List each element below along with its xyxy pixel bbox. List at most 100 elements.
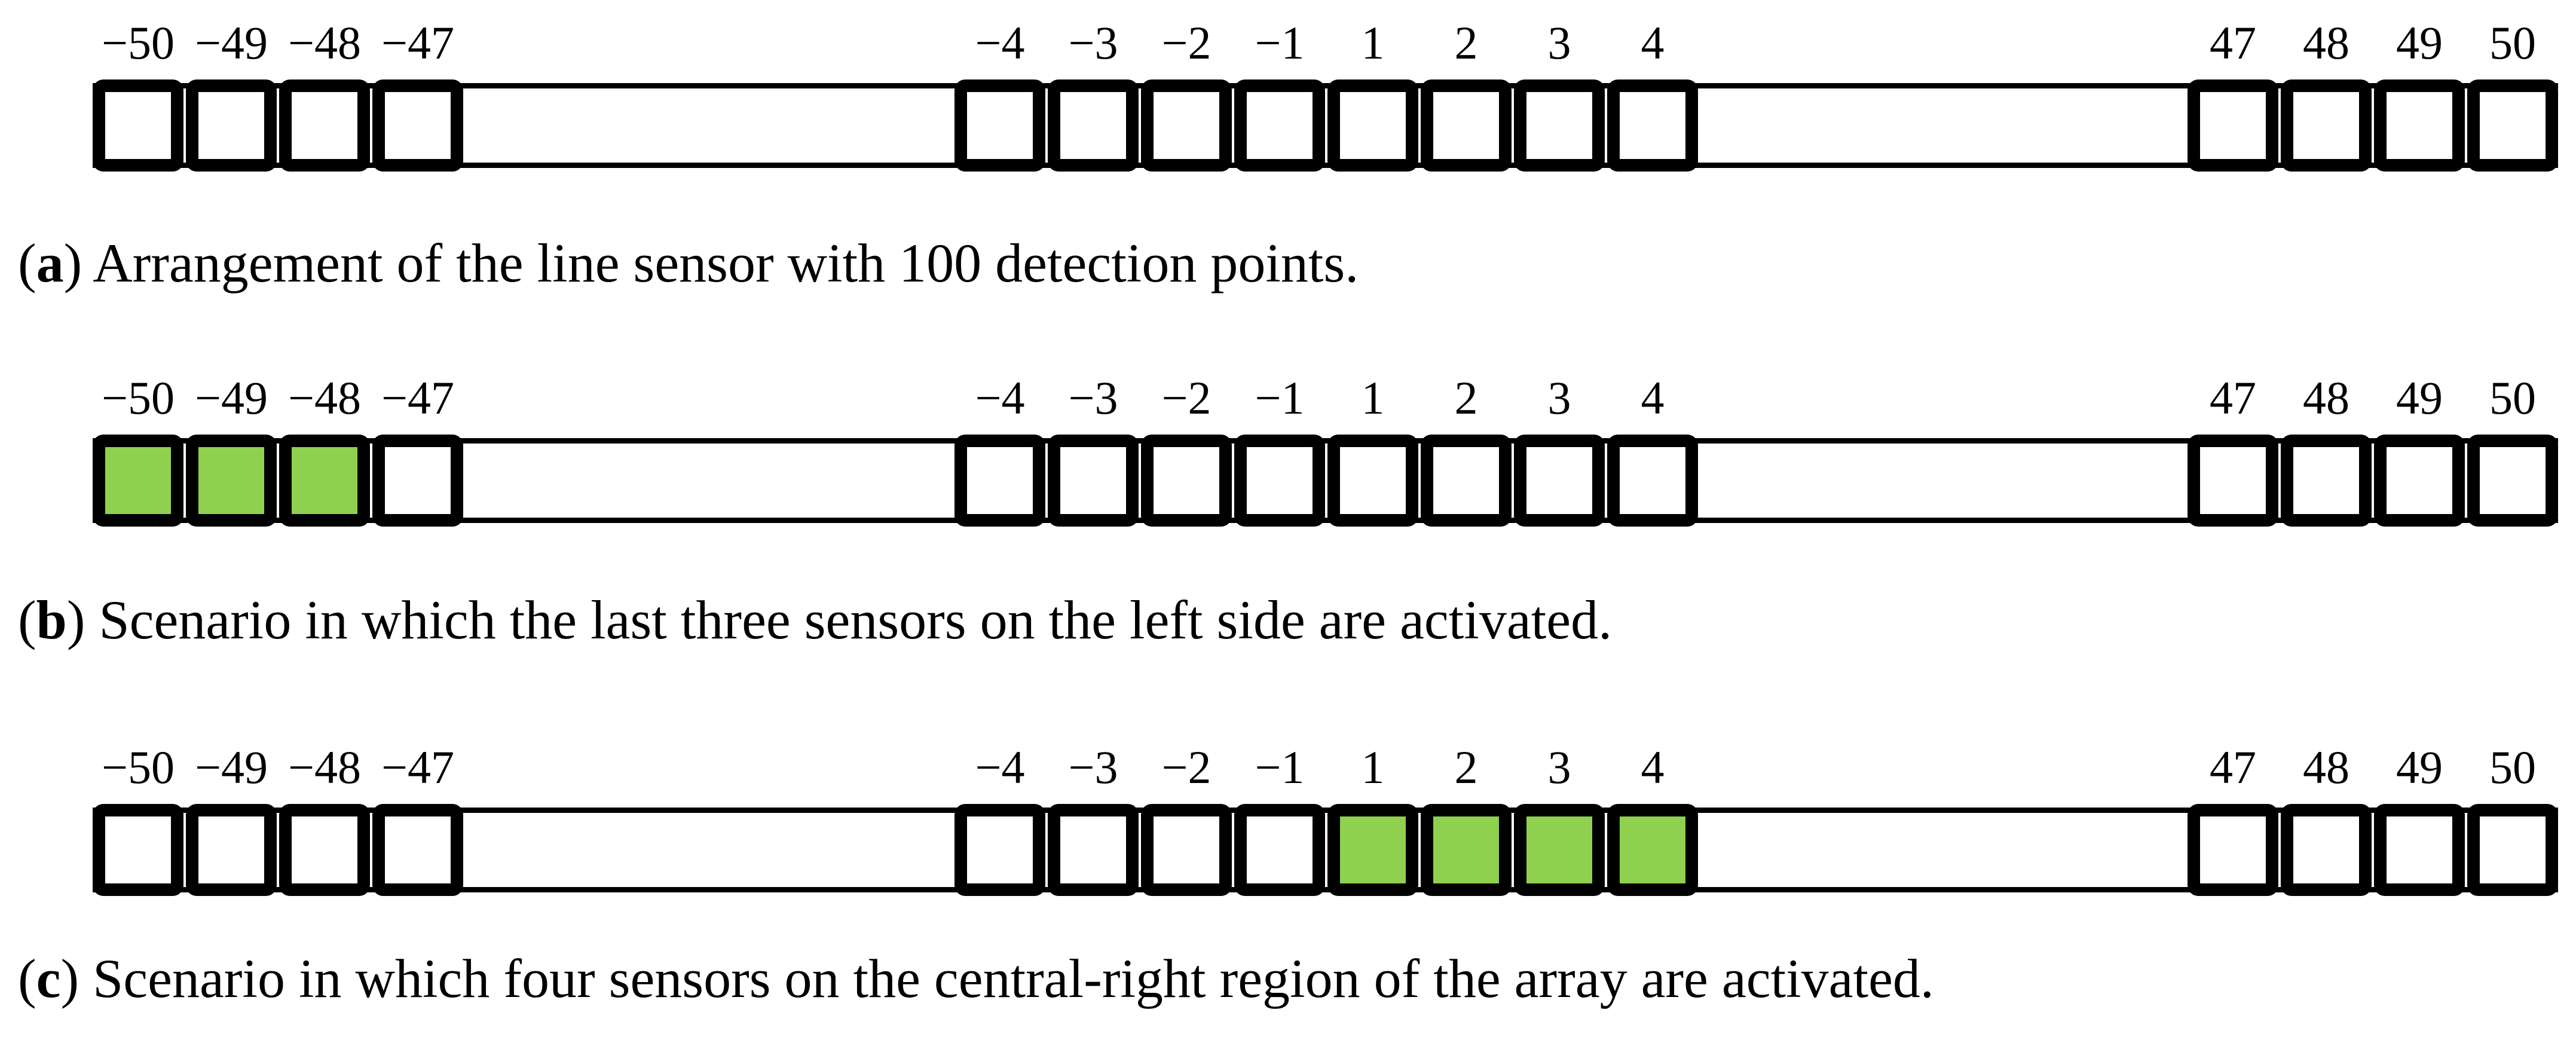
sensor-label-−49: −49 [195, 741, 268, 793]
caption-c-text: Scenario in which four sensors on the ce… [93, 948, 1934, 1009]
sensor-box-3 [1514, 435, 1605, 527]
sensor-box-−2 [1141, 79, 1232, 172]
sensor-label-−47: −47 [381, 741, 454, 793]
sensor-box-−4 [954, 804, 1045, 896]
sensor-label-−4: −4 [975, 17, 1025, 69]
sensor-label-−2: −2 [1161, 17, 1211, 69]
sensor-box-−1 [1234, 79, 1325, 172]
sensor-box-−50 [93, 79, 183, 172]
sensor-rail-c [93, 808, 2558, 892]
sensor-box-1-active [1327, 804, 1418, 896]
sensor-box-49 [2374, 804, 2465, 896]
caption-a-close: ) [63, 233, 93, 293]
sensor-box-50 [2467, 79, 2558, 172]
sensor-label-47: 47 [2210, 372, 2256, 424]
sensor-box-−50 [93, 804, 183, 896]
sensor-label-47: 47 [2210, 741, 2256, 793]
sensor-box-−49 [186, 79, 277, 172]
sensor-box-−4 [954, 79, 1045, 172]
sensor-box-47 [2188, 435, 2278, 527]
sensor-label-−50: −50 [102, 17, 175, 69]
caption-a: (a) Arrangement of the line sensor with … [18, 232, 1359, 295]
caption-c: (c) Scenario in which four sensors on th… [18, 947, 1934, 1011]
sensor-label-−48: −48 [288, 741, 361, 793]
sensor-label-−4: −4 [975, 372, 1025, 424]
sensor-box-−4 [954, 435, 1045, 527]
caption-c-close: ) [60, 948, 93, 1009]
sensor-label-−49: −49 [195, 17, 268, 69]
sensor-label-2: 2 [1454, 741, 1478, 793]
sensor-box-47 [2188, 804, 2278, 896]
sensor-box-49 [2374, 79, 2465, 172]
sensor-label-2: 2 [1454, 372, 1478, 424]
sensor-box-−48 [279, 79, 370, 172]
sensor-box-−47 [372, 804, 463, 896]
sensor-group-left-a: −50−49−48−47 [93, 14, 463, 172]
sensor-label-−3: −3 [1068, 372, 1118, 424]
sensor-box-3-active [1514, 804, 1605, 896]
sensor-box-−3 [1048, 804, 1139, 896]
sensor-label-1: 1 [1361, 741, 1385, 793]
sensor-label-−3: −3 [1068, 17, 1118, 69]
caption-c-letter: c [36, 948, 61, 1009]
sensor-box-48 [2281, 79, 2372, 172]
sensor-box-−48-active [279, 435, 370, 527]
sensor-box-−47 [372, 79, 463, 172]
sensor-label-−47: −47 [381, 17, 454, 69]
sensor-label-1: 1 [1361, 17, 1385, 69]
sensor-label-−50: −50 [102, 741, 175, 793]
sensor-label-−3: −3 [1068, 741, 1118, 793]
sensor-box-−47 [372, 435, 463, 527]
sensor-group-right-c: 47 48 49 50 [2188, 738, 2558, 896]
sensor-box-4-active [1607, 804, 1698, 896]
sensor-box-3 [1514, 79, 1605, 172]
sensor-label-−1: −1 [1255, 372, 1305, 424]
caption-c-open: ( [18, 948, 36, 1009]
sensor-box-−1 [1234, 435, 1325, 527]
sensor-box-−49 [186, 804, 277, 896]
caption-b-text: Scenario in which the last three sensors… [99, 589, 1613, 650]
sensor-label-1: 1 [1361, 372, 1385, 424]
sensor-box-−2 [1141, 804, 1232, 896]
sensor-box-−3 [1048, 79, 1139, 172]
sensor-box-−49-active [186, 435, 277, 527]
sensor-box-1 [1327, 435, 1418, 527]
sensor-label-−1: −1 [1255, 17, 1305, 69]
sensor-box-−48 [279, 804, 370, 896]
sensor-label-−48: −48 [288, 372, 361, 424]
sensor-rail-b [93, 438, 2558, 523]
sensor-box-−3 [1048, 435, 1139, 527]
caption-b: (b) Scenario in which the last three sen… [18, 589, 1612, 652]
sensor-label-50: 50 [2489, 741, 2536, 793]
sensor-label-4: 4 [1641, 741, 1665, 793]
sensor-box-48 [2281, 804, 2372, 896]
sensor-box-2-active [1421, 804, 1512, 896]
caption-b-close: ) [66, 589, 99, 650]
sensor-label-47: 47 [2210, 17, 2256, 69]
sensor-box-50 [2467, 804, 2558, 896]
sensor-box-50 [2467, 435, 2558, 527]
sensor-label-48: 48 [2303, 741, 2349, 793]
sensor-group-left-b: −50−49−48−47 [93, 369, 463, 527]
sensor-box-48 [2281, 435, 2372, 527]
caption-a-letter: a [36, 233, 64, 293]
sensor-label-49: 49 [2396, 17, 2443, 69]
caption-b-open: ( [18, 589, 36, 650]
sensor-box-−50-active [93, 435, 183, 527]
sensor-label-3: 3 [1547, 17, 1571, 69]
sensor-label-3: 3 [1547, 741, 1571, 793]
sensor-box-2 [1421, 79, 1512, 172]
sensor-label-−1: −1 [1255, 741, 1305, 793]
sensor-label-−4: −4 [975, 741, 1025, 793]
sensor-label-49: 49 [2396, 741, 2443, 793]
sensor-label-−49: −49 [195, 372, 268, 424]
sensor-label-3: 3 [1547, 372, 1571, 424]
sensor-label-4: 4 [1641, 372, 1665, 424]
